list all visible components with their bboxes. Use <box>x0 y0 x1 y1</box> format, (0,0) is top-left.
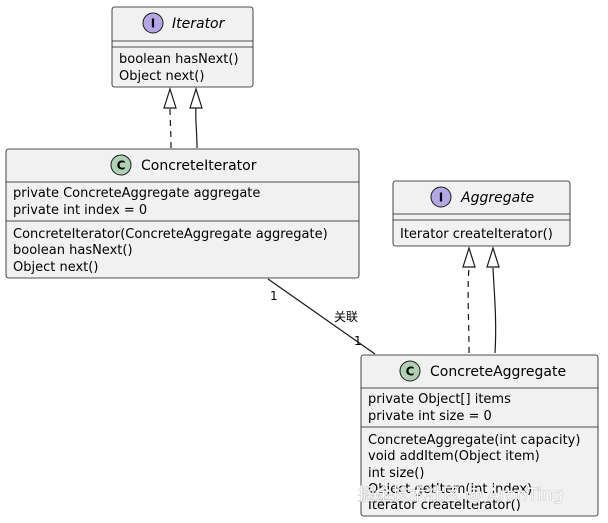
class-badge-icon <box>110 154 132 176</box>
field-concrete-aggregate-1: private int size = 0 <box>368 409 492 424</box>
class-name-iterator: Iterator <box>172 16 226 32</box>
watermark: 掘金技术社区 @ AronTing <box>358 485 563 505</box>
method-concrete-aggregate-3: Object getItem(int index) <box>368 482 532 497</box>
class-box-concrete-iterator[interactable]: C ConcreteIterator private ConcreteAggre… <box>5 148 360 279</box>
method-concrete-aggregate-4: Iterator createIterator() <box>368 498 521 513</box>
interface-badge-letter: I <box>151 17 155 31</box>
class-box-concrete-aggregate[interactable]: C ConcreteAggregate private Object[] ite… <box>360 354 599 517</box>
method-iterator-0: boolean hasNext() <box>119 52 239 67</box>
class-badge-icon <box>399 360 421 382</box>
class-name-concrete-aggregate: ConcreteAggregate <box>430 364 566 380</box>
field-concrete-aggregate-0: private Object[] items <box>368 392 511 407</box>
association-line <box>267 278 376 355</box>
generalization-line-aggregate <box>492 267 497 354</box>
method-iterator-1: Object next() <box>119 69 204 84</box>
method-concrete-aggregate-1: void addItem(Object item) <box>368 449 540 464</box>
field-concrete-iterator-1: private int index = 0 <box>13 203 147 218</box>
interface-badge-icon <box>430 186 452 208</box>
realization-line-iterator <box>169 107 172 149</box>
generalization-line-iterator <box>195 107 198 149</box>
class-badge-letter: C <box>406 365 415 379</box>
class-box-aggregate[interactable]: I Aggregate Iterator createIterator() <box>392 180 571 247</box>
association-target-multiplicity: 1 <box>354 334 362 348</box>
class-badge-letter: C <box>117 159 126 173</box>
class-name-concrete-iterator: ConcreteIterator <box>141 158 257 174</box>
method-concrete-iterator-0: ConcreteIterator(ConcreteAggregate aggre… <box>13 227 328 242</box>
association-source-multiplicity: 1 <box>270 289 278 303</box>
realization-arrowhead-iterator <box>163 87 177 109</box>
method-concrete-aggregate-2: int size() <box>368 466 424 481</box>
method-concrete-aggregate-0: ConcreteAggregate(int capacity) <box>368 433 580 448</box>
class-name-aggregate: Aggregate <box>460 190 534 206</box>
realization-line-aggregate <box>467 267 470 354</box>
method-aggregate-0: Iterator createIterator() <box>400 227 553 242</box>
method-concrete-iterator-2: Object next() <box>13 260 98 275</box>
generalization-arrowhead-iterator <box>189 87 203 109</box>
realization-arrowhead-aggregate <box>462 246 476 268</box>
interface-badge-icon <box>142 12 164 34</box>
method-concrete-iterator-1: boolean hasNext() <box>13 243 133 258</box>
association-label: 关联 <box>334 310 358 324</box>
generalization-arrowhead-aggregate <box>486 246 500 268</box>
field-concrete-iterator-0: private ConcreteAggregate aggregate <box>13 186 260 201</box>
class-box-iterator[interactable]: I Iterator boolean hasNext() Object next… <box>111 6 254 88</box>
interface-badge-letter: I <box>439 191 443 205</box>
